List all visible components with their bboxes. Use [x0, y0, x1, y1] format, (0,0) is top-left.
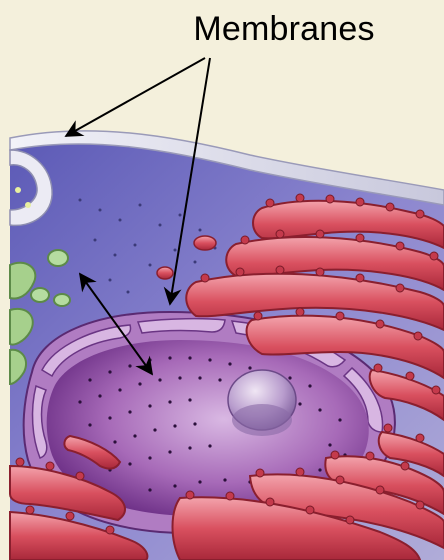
nucleolus [228, 370, 296, 436]
vesicle [15, 187, 21, 193]
vesicle [25, 202, 31, 208]
transport-vesicle [157, 267, 173, 279]
membranes-label: Membranes [193, 10, 374, 48]
transport-vesicle [194, 236, 216, 250]
